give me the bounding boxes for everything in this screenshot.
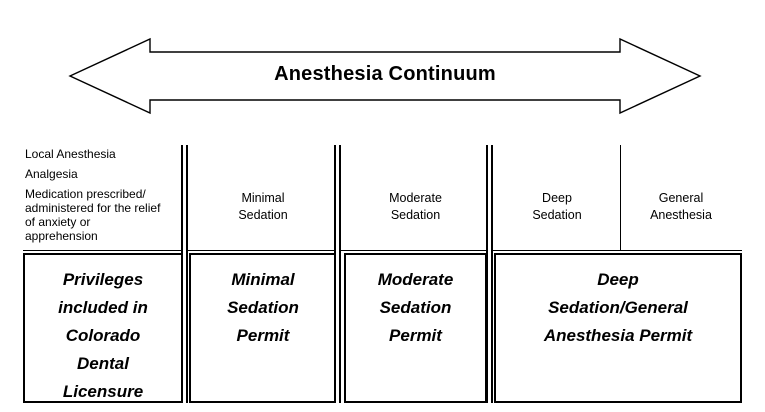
divider-deep-general	[620, 145, 621, 250]
permit-line: Dental	[77, 354, 129, 373]
scope-label-medication-line3: of anxiety or	[25, 215, 91, 229]
scope-label-medication-line2: administered for the relief	[25, 201, 161, 215]
divider-double-minimal-moderate	[334, 145, 341, 403]
row-separator-line	[23, 250, 742, 251]
header-line: Anesthesia	[650, 208, 712, 222]
header-line: Moderate	[389, 191, 442, 205]
column-header-minimal-sedation: Minimal Sedation	[189, 190, 337, 224]
permit-line: Permit	[389, 326, 442, 345]
header-line: General	[658, 191, 704, 205]
permit-line: Deep	[597, 270, 639, 289]
column-header-general-anesthesia: General Anesthesia	[620, 190, 742, 224]
permit-line: Sedation	[379, 298, 452, 317]
header-line: Sedation	[390, 208, 441, 222]
permit-box-minimal-sedation: Minimal Sedation Permit	[189, 253, 337, 403]
divider-double-licensure-minimal	[181, 145, 188, 403]
continuum-title: Anesthesia Continuum	[274, 63, 496, 85]
permit-box-deep-general-anesthesia: Deep Sedation/General Anesthesia Permit	[494, 253, 742, 403]
permit-line: Licensure	[62, 382, 144, 401]
arrow-shape	[68, 37, 702, 115]
permit-line: included in	[58, 298, 148, 317]
header-line: Sedation	[238, 208, 288, 222]
column-header-moderate-sedation: Moderate Sedation	[344, 190, 487, 224]
scope-label-medication-line4: apprehension	[25, 229, 98, 243]
permit-box-moderate-sedation: Moderate Sedation Permit	[344, 253, 487, 403]
permit-line: Colorado	[65, 326, 141, 345]
permit-line: Sedation	[227, 298, 299, 317]
continuum-arrow-icon	[68, 37, 702, 115]
header-line: Deep	[542, 191, 572, 205]
header-line: Minimal	[241, 191, 285, 205]
header-line: Sedation	[532, 208, 582, 222]
scope-label-local-anesthesia: Local Anesthesia	[25, 147, 116, 161]
permit-line: Permit	[236, 326, 290, 345]
permit-line: Privileges	[62, 270, 144, 289]
permit-line: Anesthesia Permit	[543, 326, 693, 345]
permit-box-colorado-licensure: Privileges included in Colorado Dental L…	[23, 253, 183, 403]
permit-line: Minimal	[231, 270, 295, 289]
permit-line: Moderate	[377, 270, 454, 289]
permit-line: Sedation/General	[548, 298, 688, 317]
scope-label-analgesia: Analgesia	[25, 167, 78, 181]
scope-label-medication-line1: Medication prescribed/	[25, 187, 146, 201]
column-header-deep-sedation: Deep Sedation	[494, 190, 620, 224]
divider-double-moderate-deep	[486, 145, 493, 403]
licensure-scope-labels: Local Anesthesia Analgesia Medication pr…	[25, 147, 183, 243]
